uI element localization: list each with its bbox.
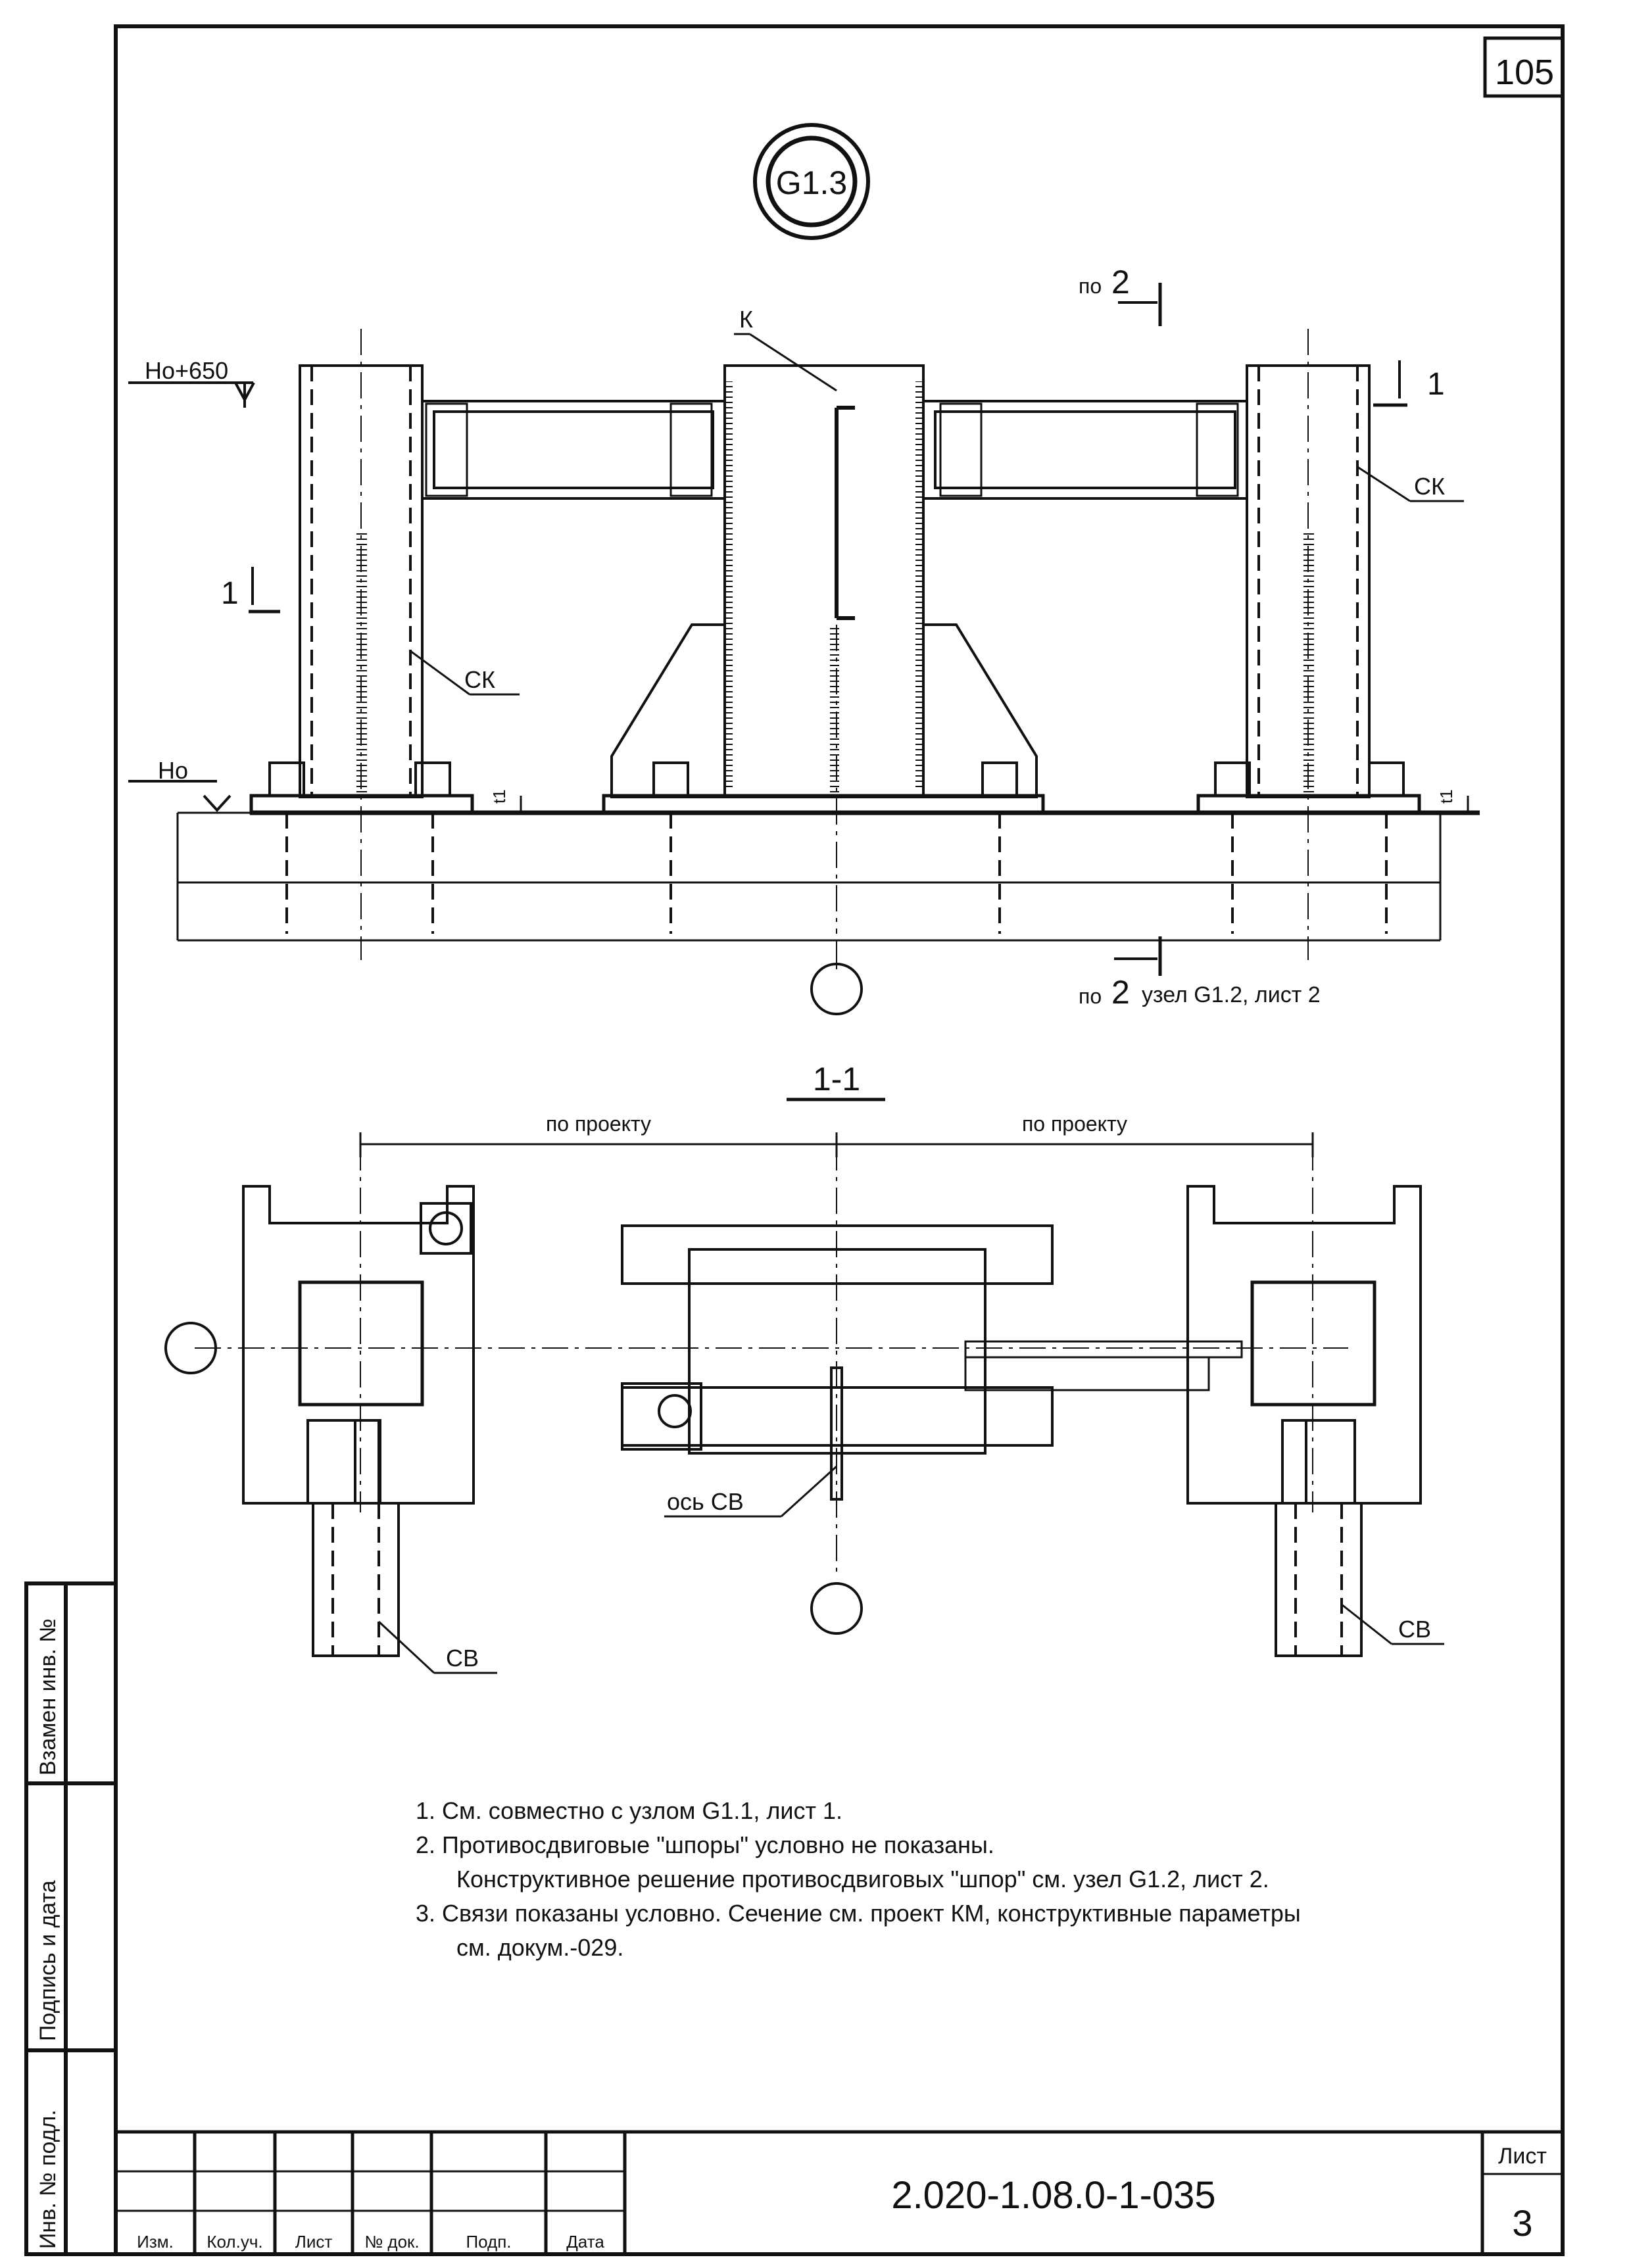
section-title: 1-1: [813, 1061, 860, 1098]
tb-sheet-label: Лист: [1498, 2144, 1547, 2169]
label-k: К: [739, 306, 753, 333]
cut-2-bottom-num: 2: [1111, 974, 1130, 1011]
tb-col-podp: Подп.: [466, 2232, 511, 2252]
title-block: [116, 2130, 1563, 2254]
label-axis-cb: ось СВ: [667, 1488, 744, 1515]
elevation-view: [128, 283, 1480, 1015]
cut-1-right: 1: [1427, 367, 1445, 402]
label-cb-left: СВ: [446, 1645, 479, 1672]
tb-col-data: Дата: [566, 2232, 604, 2252]
cut-1-left: 1: [221, 576, 239, 611]
elevation-top-mark: Но+650: [145, 357, 228, 384]
stamp-inv-replace: Взамен инв. №: [36, 1618, 61, 1775]
stamp-inv-orig: Инв. № подл.: [36, 2110, 61, 2249]
tb-col-kol: Кол.уч.: [207, 2232, 262, 2252]
section-dim-right: по проекту: [1022, 1112, 1127, 1136]
node-marker: G1.3: [753, 123, 870, 240]
label-cb-right: СВ: [1398, 1616, 1431, 1643]
cut-2-bottom-ref: узел G1.2, лист 2: [1142, 982, 1321, 1007]
label-ck-left: СК: [464, 666, 495, 693]
tb-col-doc: № док.: [364, 2232, 419, 2252]
notes-block: 1. См. совместно с узлом G1.1, лист 1. 2…: [416, 1794, 1481, 1965]
note-2-cont: Конструктивное решение противосдвиговых …: [456, 1866, 1269, 1893]
note-1: 1. См. совместно с узлом G1.1, лист 1.: [416, 1797, 843, 1824]
note-2: 2. Противосдвиговые "шпоры" условно не п…: [416, 1831, 994, 1858]
note-3-cont: см. докум.-029.: [456, 1934, 624, 1961]
tb-col-list: Лист: [295, 2232, 333, 2252]
thickness-left: t1: [489, 789, 509, 804]
side-stamp: [24, 1581, 118, 2256]
node-id: G1.3: [776, 164, 847, 201]
stamp-sign-date: Подпись и дата: [36, 1880, 61, 2041]
cut-2-top-prefix: по: [1079, 274, 1102, 298]
section-dim-left: по проекту: [546, 1112, 651, 1136]
label-ck-right: СК: [1414, 473, 1445, 500]
sheet-number: 105: [1495, 53, 1554, 92]
cut-2-top-num: 2: [1111, 264, 1130, 301]
thickness-right: t1: [1436, 789, 1456, 804]
note-3: 3. Связи показаны условно. Сечение см. п…: [416, 1900, 1301, 1927]
cut-2-bottom-prefix: по: [1079, 984, 1102, 1008]
doc-code: 2.020-1.08.0-1-035: [891, 2174, 1215, 2217]
tb-col-izm: Изм.: [137, 2232, 174, 2252]
elevation-base-mark: Но: [158, 757, 188, 784]
sheet-frame: [114, 24, 1565, 2256]
tb-sheet-num: 3: [1512, 2202, 1532, 2244]
section-view: [164, 1098, 1444, 1674]
